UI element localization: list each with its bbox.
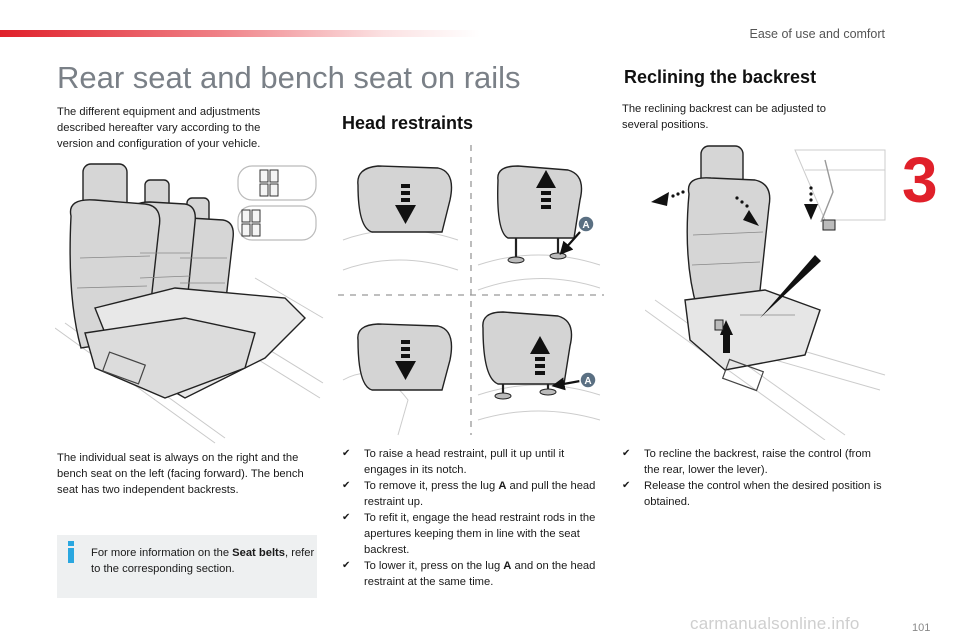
lug-label-lower: A — [584, 376, 591, 387]
step-refit: ✔ To refit it, engage the head restraint … — [342, 510, 604, 558]
seats-illustration — [55, 163, 324, 444]
bullet-mark-icon: ✔ — [342, 448, 351, 459]
lug-ref: A — [503, 560, 512, 572]
step-text-after: and pull the head restraint up. — [364, 480, 596, 508]
bullet-mark-icon: ✔ — [622, 480, 631, 491]
step-text: To recline the backrest, raise the contr… — [644, 448, 871, 476]
reclining-intro: The reclining backrest can be adjusted t… — [622, 103, 826, 131]
step-text: Release the control when the desired pos… — [644, 480, 882, 508]
info-text-before: For more information on the — [91, 547, 233, 559]
watermark: carmanualsonline.info — [690, 614, 860, 633]
lug-ref: A — [498, 480, 507, 492]
page-title: Rear seat and bench seat on rails — [57, 60, 521, 95]
step-text: To raise a head restraint, pull it up un… — [364, 448, 565, 476]
lug-label-upper: A — [582, 220, 589, 231]
step-lower: ✔ To lower it, press on the lug A and on … — [342, 558, 604, 590]
bullet-mark-icon: ✔ — [342, 560, 351, 571]
step-text-after: and on the head restraint at the same ti… — [364, 560, 596, 588]
step-recline: ✔ To recline the backrest, raise the cont… — [622, 446, 882, 478]
seat-belts-ref: Seat belts — [232, 547, 286, 559]
section-title: Ease of use and comfort — [749, 27, 886, 41]
bullet-mark-icon: ✔ — [342, 512, 351, 523]
step-release: ✔ Release the control when the desired po… — [622, 478, 882, 510]
info-icon — [68, 541, 74, 563]
head-restraints-steps: ✔ To raise a head restraint, pull it up u… — [342, 446, 604, 590]
intro-paragraph: The different equipment and adjustments … — [57, 106, 261, 150]
reclining-illustration — [645, 145, 886, 440]
chapter-number: 3 — [902, 144, 938, 216]
info-text-after: , refer to the corresponding section. — [91, 547, 315, 575]
seats-note: The individual seat is always on the rig… — [57, 452, 304, 496]
info-text: For more information on the Seat belts, … — [91, 545, 316, 577]
header-accent-bar — [0, 30, 480, 37]
info-box: For more information on the Seat belts, … — [57, 535, 317, 598]
head-restraints-heading: Head restraints — [342, 113, 474, 133]
step-text-before: To remove it, press the lug — [364, 480, 499, 492]
bullet-mark-icon: ✔ — [342, 480, 351, 491]
step-raise: ✔ To raise a head restraint, pull it up u… — [342, 446, 604, 478]
step-text: To refit it, engage the head restraint r… — [364, 512, 596, 556]
step-text-before: To lower it, press on the lug — [364, 560, 504, 572]
head-restraints-illustration: A A — [338, 145, 604, 436]
step-remove: ✔ To remove it, press the lug A and pull … — [342, 478, 604, 510]
bullet-mark-icon: ✔ — [622, 448, 631, 459]
page-number: 101 — [912, 622, 931, 634]
reclining-heading: Reclining the backrest — [624, 67, 817, 87]
reclining-steps: ✔ To recline the backrest, raise the cont… — [622, 446, 882, 510]
